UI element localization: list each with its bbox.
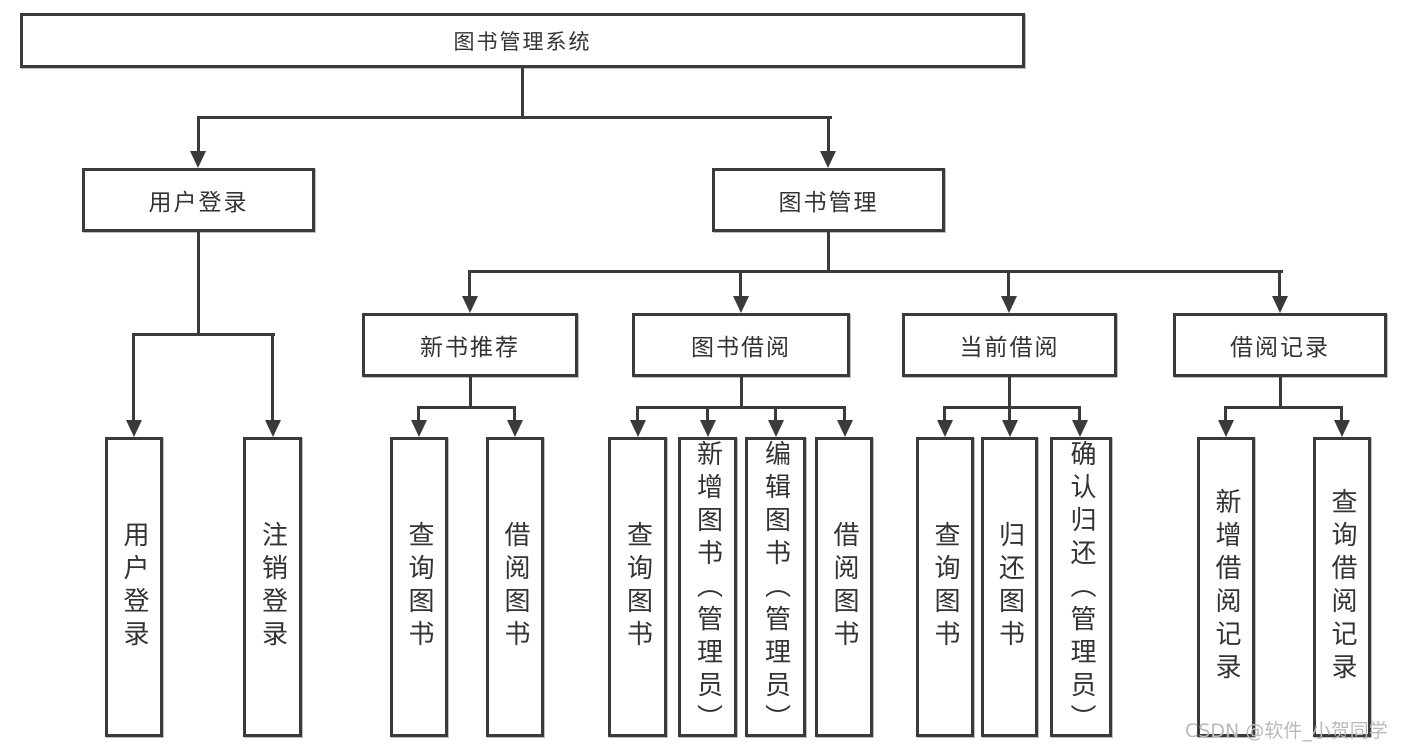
leaf-record-add: 新增借阅记录 [1197,437,1255,737]
connector-root-trunk [521,68,524,118]
leaf-newbook-query-label: 查询图书 [404,521,434,653]
connector-stem [417,408,420,421]
node-book-management-label: 图书管理 [778,190,879,216]
leaf-newbook-borrow-label: 借阅图书 [500,521,530,653]
node-new-book-recommend: 新书推荐 [362,313,578,377]
node-book-borrow: 图书借阅 [632,313,850,377]
leaf-newbook-borrow: 借阅图书 [486,437,544,737]
arrowhead [1002,420,1018,437]
connector-stem [774,408,777,421]
node-book-management: 图书管理 [712,168,945,232]
leaf-logout: 注销登录 [243,437,302,737]
leaf-borrow-edit-label: 编辑图书（管理员） [760,440,791,737]
arrowhead [1218,420,1234,437]
connector-stem [513,408,516,421]
arrowhead [507,420,523,437]
node-root-label: 图书管理系统 [453,29,592,54]
connector-stem [468,273,471,297]
connector-stem [1278,273,1281,297]
connector-book-mgmt-trunk [827,232,830,273]
node-current-borrow-label: 当前借阅 [959,335,1060,361]
leaf-current-confirm: 确认归还（管理员） [1050,437,1112,737]
node-new-book-recommend-label: 新书推荐 [420,335,520,361]
arrowhead [265,420,281,437]
leaf-record-query: 查询借阅记录 [1313,437,1371,737]
arrowhead [1334,420,1350,437]
connector-book-mgmt-hline [468,270,1283,273]
node-borrow-records: 借阅记录 [1173,313,1387,377]
connector-stem [843,408,846,421]
arrowhead [630,420,646,437]
connector-stem [1007,273,1010,297]
arrowhead [768,420,784,437]
node-user-login: 用户登录 [82,168,315,232]
arrowhead [733,296,749,313]
connector-trunk [1008,377,1011,408]
leaf-logout-label: 注销登录 [257,521,288,653]
connector-hline [636,406,846,409]
leaf-current-query: 查询图书 [916,437,974,737]
connector-trunk [469,377,472,408]
connector-stem [943,408,946,421]
arrowhead [700,420,716,437]
node-book-borrow-label: 图书借阅 [691,335,791,361]
connector-trunk [1279,377,1282,408]
leaf-user-login-label: 用户登录 [119,521,149,653]
leaf-borrow-query-label: 查询图书 [622,521,653,653]
connector-hline [943,406,1081,409]
leaf-borrow-add-label: 新增图书（管理员） [692,440,723,737]
leaf-user-login: 用户登录 [105,437,163,737]
connector-stem [636,408,639,421]
leaf-record-query-label: 查询借阅记录 [1327,488,1357,686]
connector-stem [1340,408,1343,421]
leaf-current-confirm-label: 确认归还（管理员） [1066,440,1096,737]
leaf-record-add-label: 新增借阅记录 [1211,488,1241,686]
connector-stem [1224,408,1227,421]
arrowhead [190,151,206,168]
leaf-current-return: 归还图书 [981,437,1038,737]
node-borrow-records-label: 借阅记录 [1230,335,1330,361]
node-user-login-label: 用户登录 [148,190,249,216]
leaf-borrow-borrow-label: 借阅图书 [829,521,859,653]
arrowhead [1001,296,1017,313]
node-root: 图书管理系统 [20,13,1025,68]
connector-stem [827,118,830,152]
arrowhead [411,420,427,437]
leaf-current-query-label: 查询图书 [930,521,960,653]
leaf-current-return-label: 归还图书 [994,521,1025,653]
connector-stem [197,118,200,152]
leaf-borrow-query: 查询图书 [608,437,667,737]
connector-stem [739,273,742,297]
csdn-watermark: CSDN @软件_小贺同学 [1185,720,1388,742]
connector-hline [1224,406,1343,409]
leaf-newbook-query: 查询图书 [390,437,448,737]
connector-root-hline [197,116,832,119]
connector-stem [706,408,709,421]
arrowhead [820,151,836,168]
connector-stem [1008,408,1011,421]
connector-user-login-hline [132,333,275,336]
node-current-borrow: 当前借阅 [902,313,1117,377]
arrowhead [1272,296,1288,313]
leaf-borrow-add: 新增图书（管理员） [678,437,737,737]
connector-stem [132,336,135,421]
connector-hline [417,406,516,409]
connector-user-login-trunk [197,232,200,335]
leaf-borrow-borrow: 借阅图书 [815,437,873,737]
arrowhead [937,420,953,437]
connector-stem [271,336,274,421]
connector-trunk [740,377,743,408]
leaf-borrow-edit: 编辑图书（管理员） [745,437,806,737]
arrowhead [462,296,478,313]
connector-stem [1078,408,1081,421]
arrowhead [1072,420,1088,437]
arrowhead [126,420,142,437]
arrowhead [837,420,853,437]
